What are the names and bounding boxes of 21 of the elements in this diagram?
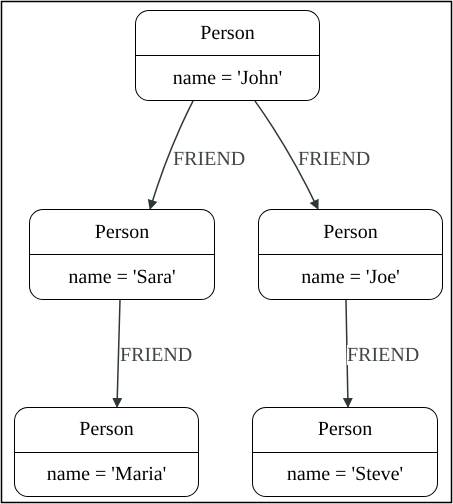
node-property: name = 'John'	[172, 66, 282, 90]
record-node	[14, 407, 199, 497]
edge-label: FRIEND	[298, 149, 370, 169]
record-node	[252, 407, 438, 497]
record-node	[258, 209, 443, 300]
arrow	[254, 100, 319, 210]
edge-label: FRIEND	[347, 345, 420, 365]
record-node	[29, 209, 215, 300]
node-title: Person	[323, 220, 378, 244]
node-property: name = 'Sara'	[68, 266, 176, 288]
arrow	[148, 100, 194, 210]
node-title: Person	[79, 418, 134, 442]
node-property: name = 'Joe'	[301, 266, 400, 288]
node-property: name = 'Maria'	[46, 462, 166, 486]
arrow	[112, 300, 122, 408]
node-title: Person	[200, 22, 255, 44]
record-node	[135, 10, 320, 101]
node-title: Person	[318, 418, 372, 442]
node-title: Person	[94, 220, 150, 244]
arrow	[342, 300, 353, 408]
node-property: name = 'Steve'	[286, 462, 404, 486]
